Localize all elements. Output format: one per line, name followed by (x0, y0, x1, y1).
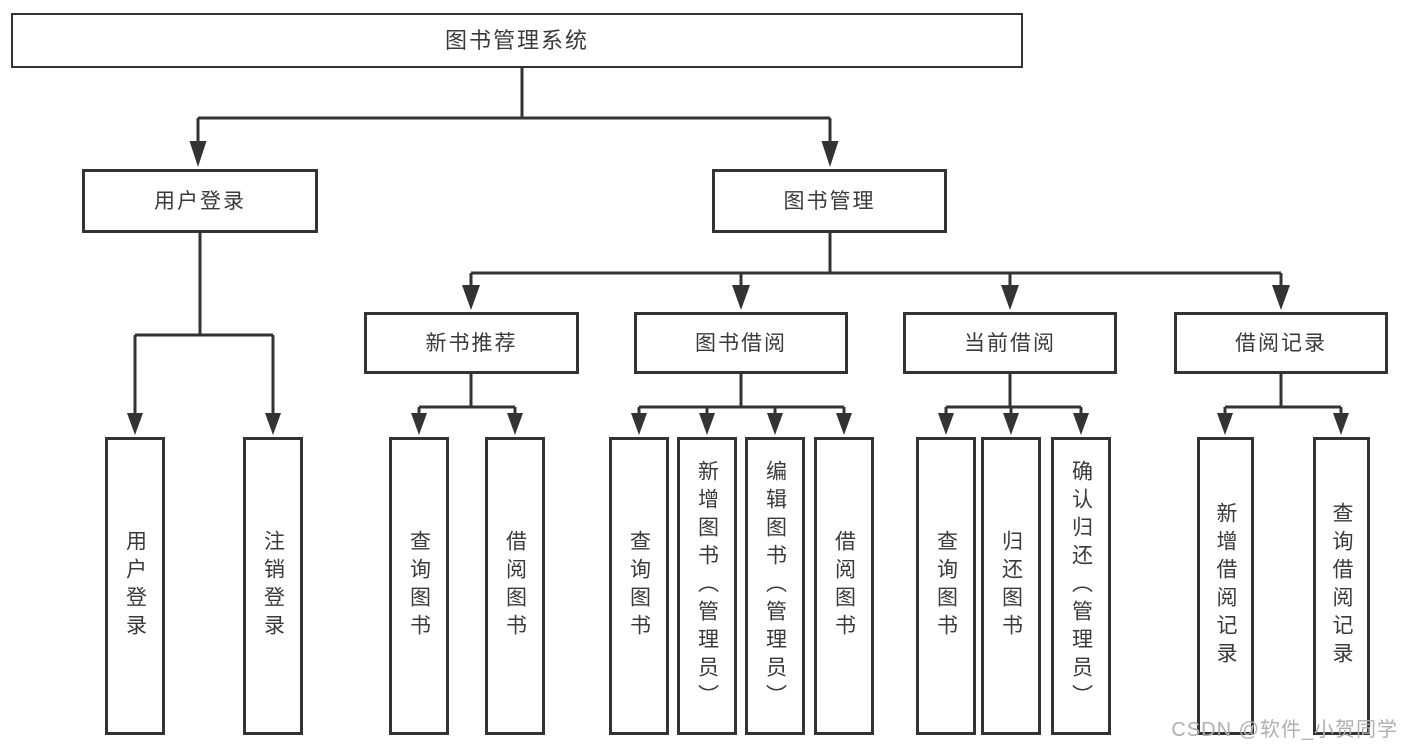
node-book-borrowing: 图书借阅 (634, 312, 848, 374)
leaf-return-book: 归还图书 (981, 437, 1041, 735)
leaf-query-borrow-record: 查询借阅记录 (1313, 437, 1370, 735)
leaf-query-books-current: 查询图书 (916, 437, 976, 735)
node-new-book-recommendation: 新书推荐 (364, 312, 579, 374)
node-current-borrowing: 当前借阅 (903, 312, 1117, 374)
leaf-confirm-return-admin: 确认归还（管理员） (1051, 437, 1111, 735)
node-user-login: 用户登录 (82, 169, 318, 233)
leaf-query-books-recommend: 查询图书 (389, 437, 449, 735)
leaf-logout: 注销登录 (243, 437, 303, 735)
leaf-user-login: 用户登录 (105, 437, 165, 735)
leaf-borrow-books-recommend: 借阅图书 (485, 437, 545, 735)
leaf-edit-book-admin: 编辑图书（管理员） (745, 437, 805, 735)
leaf-borrow-books-borrowing: 借阅图书 (814, 437, 874, 735)
node-library-management-system: 图书管理系统 (11, 13, 1023, 68)
watermark-text: CSDN @软件_小贺同学 (1171, 719, 1398, 741)
leaf-add-book-admin: 新增图书（管理员） (677, 437, 737, 735)
leaf-add-borrow-record: 新增借阅记录 (1197, 437, 1254, 735)
leaf-query-books-borrowing: 查询图书 (609, 437, 669, 735)
node-borrowing-records: 借阅记录 (1174, 312, 1388, 374)
node-book-management: 图书管理 (712, 169, 947, 233)
